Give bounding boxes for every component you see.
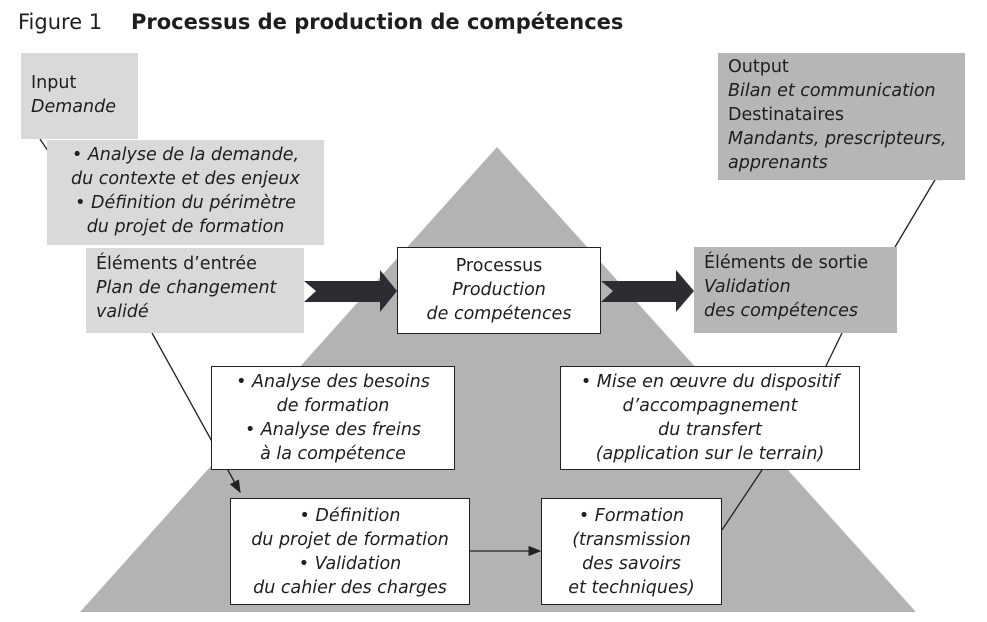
text-line: du contexte et des enjeux bbox=[70, 169, 301, 189]
formation-box: • Formation (transmission des savoirs et… bbox=[541, 498, 722, 605]
text-line: de compétences bbox=[426, 304, 572, 324]
output-value: Bilan et communication bbox=[728, 81, 936, 101]
connector bbox=[825, 332, 843, 367]
text-line: de formation bbox=[276, 396, 390, 416]
text-line: (application sur le terrain) bbox=[595, 444, 825, 464]
text-line: • Mise en œuvre du dispositif bbox=[580, 372, 840, 392]
figure-title: Processus de production de compétences bbox=[131, 10, 624, 34]
text-line: • Définition du périmètre bbox=[75, 193, 296, 213]
text-line: et techniques) bbox=[568, 578, 695, 598]
sortie-box: Éléments de sortie Validation des compét… bbox=[694, 247, 897, 333]
transfert-box: • Mise en œuvre du dispositif d’accompag… bbox=[560, 366, 860, 470]
text-line: • Validation bbox=[298, 554, 402, 574]
text-line: (transmission bbox=[572, 530, 691, 550]
text-line: du transfert bbox=[658, 420, 762, 440]
text-line: des savoirs bbox=[582, 554, 681, 574]
text-line: • Analyse des besoins bbox=[236, 372, 430, 392]
entree-heading: Éléments d’entrée bbox=[96, 254, 257, 274]
text-line: • Définition bbox=[299, 506, 401, 526]
text-line: Production bbox=[452, 280, 546, 300]
arrow-in bbox=[304, 270, 397, 312]
text-line: d’accompagnement bbox=[622, 396, 798, 416]
text-line: validé bbox=[96, 302, 149, 322]
text-line: du cahier des charges bbox=[253, 578, 447, 598]
pyramid bbox=[80, 147, 916, 612]
text-line: à la compétence bbox=[260, 444, 406, 464]
processus-heading: Processus bbox=[455, 256, 543, 276]
sortie-heading: Éléments de sortie bbox=[704, 253, 869, 273]
text-line: Mandants, prescripteurs, bbox=[728, 129, 947, 149]
text-line: Plan de changement bbox=[96, 278, 277, 298]
input-value: Demande bbox=[31, 97, 116, 117]
processus-box: Processus Production de compétences bbox=[397, 247, 601, 334]
entree-box: Éléments d’entrée Plan de changement val… bbox=[86, 248, 304, 333]
text-line: des compétences bbox=[704, 301, 859, 321]
definition-box: • Définition du projet de formation • Va… bbox=[230, 498, 470, 605]
connector bbox=[894, 166, 943, 248]
analysis-box: • Analyse de la demande, du contexte et … bbox=[47, 140, 324, 245]
input-box: Input Demande bbox=[21, 53, 138, 139]
connector bbox=[721, 469, 763, 531]
text-line: • Formation bbox=[578, 506, 685, 526]
output-heading: Output bbox=[728, 57, 789, 77]
output-box: Output Bilan et communication Destinatai… bbox=[718, 53, 965, 180]
text-line: apprenants bbox=[728, 153, 828, 173]
arrow-out bbox=[601, 270, 694, 312]
text-line: • Analyse des freins bbox=[244, 420, 422, 440]
besoins-box: • Analyse des besoins de formation • Ana… bbox=[211, 366, 455, 470]
destinataires-heading: Destinataires bbox=[728, 105, 845, 125]
text-line: Validation bbox=[704, 277, 791, 297]
text-line: • Analyse de la demande, bbox=[71, 145, 300, 165]
text-line: du projet de formation bbox=[251, 530, 449, 550]
input-heading: Input bbox=[31, 73, 77, 93]
text-line: du projet de formation bbox=[86, 217, 285, 237]
figure-label: Figure 1 bbox=[18, 10, 103, 34]
